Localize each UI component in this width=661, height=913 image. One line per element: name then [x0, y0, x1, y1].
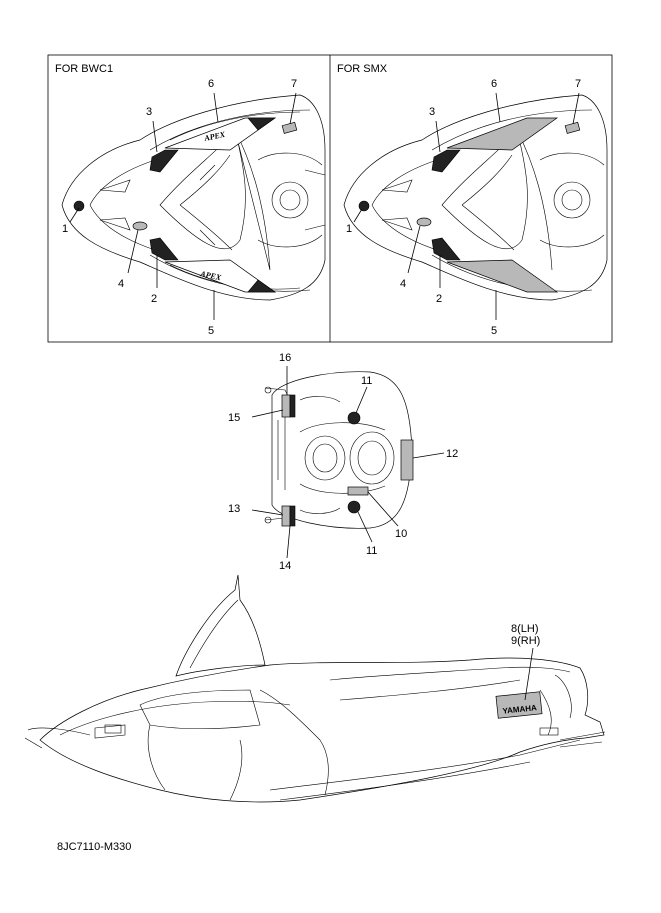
callout-16: 16 [279, 352, 291, 364]
callout-6-left: 6 [208, 78, 214, 90]
callout-4-left: 4 [118, 278, 124, 290]
callout-7-right: 7 [575, 78, 581, 90]
top-frame: FOR BWC1 FOR SMX [47, 54, 613, 343]
callout-6-right: 6 [491, 78, 497, 90]
callout-7-left: 7 [291, 78, 297, 90]
decal-yamaha: YAMAHA [502, 703, 537, 716]
callout-4-right: 4 [400, 278, 406, 290]
callout-15: 15 [228, 412, 240, 424]
rear-top-view [251, 366, 445, 559]
callout-14: 14 [279, 560, 291, 572]
callout-10: 10 [395, 528, 407, 540]
callout-3-right: 3 [429, 106, 435, 118]
callout-5-right: 5 [491, 325, 497, 337]
callout-2-left: 2 [151, 293, 157, 305]
right-panel-header: FOR SMX [337, 63, 388, 75]
callout-1-right: 1 [346, 223, 352, 235]
callout-8: 8(LH) [511, 623, 539, 635]
callout-11-bottom: 11 [366, 545, 377, 557]
callout-5-left: 5 [208, 325, 214, 337]
left-panel-header: FOR BWC1 [55, 63, 113, 75]
smx-hood-view [343, 92, 608, 320]
figure-code: 8JC7110-M330 [57, 841, 132, 853]
callout-2-right: 2 [436, 293, 442, 305]
callout-9: 9(RH) [511, 635, 540, 647]
side-view: YAMAHA [24, 574, 606, 803]
bwc1-hood-view: APEX APEX [61, 92, 326, 320]
callout-12: 12 [446, 448, 458, 460]
decal-15 [281, 394, 291, 418]
decal-13 [281, 505, 291, 527]
callout-11-top: 11 [361, 375, 372, 387]
callout-13: 13 [228, 503, 240, 515]
callout-1-left: 1 [62, 223, 68, 235]
callout-3-left: 3 [146, 106, 152, 118]
